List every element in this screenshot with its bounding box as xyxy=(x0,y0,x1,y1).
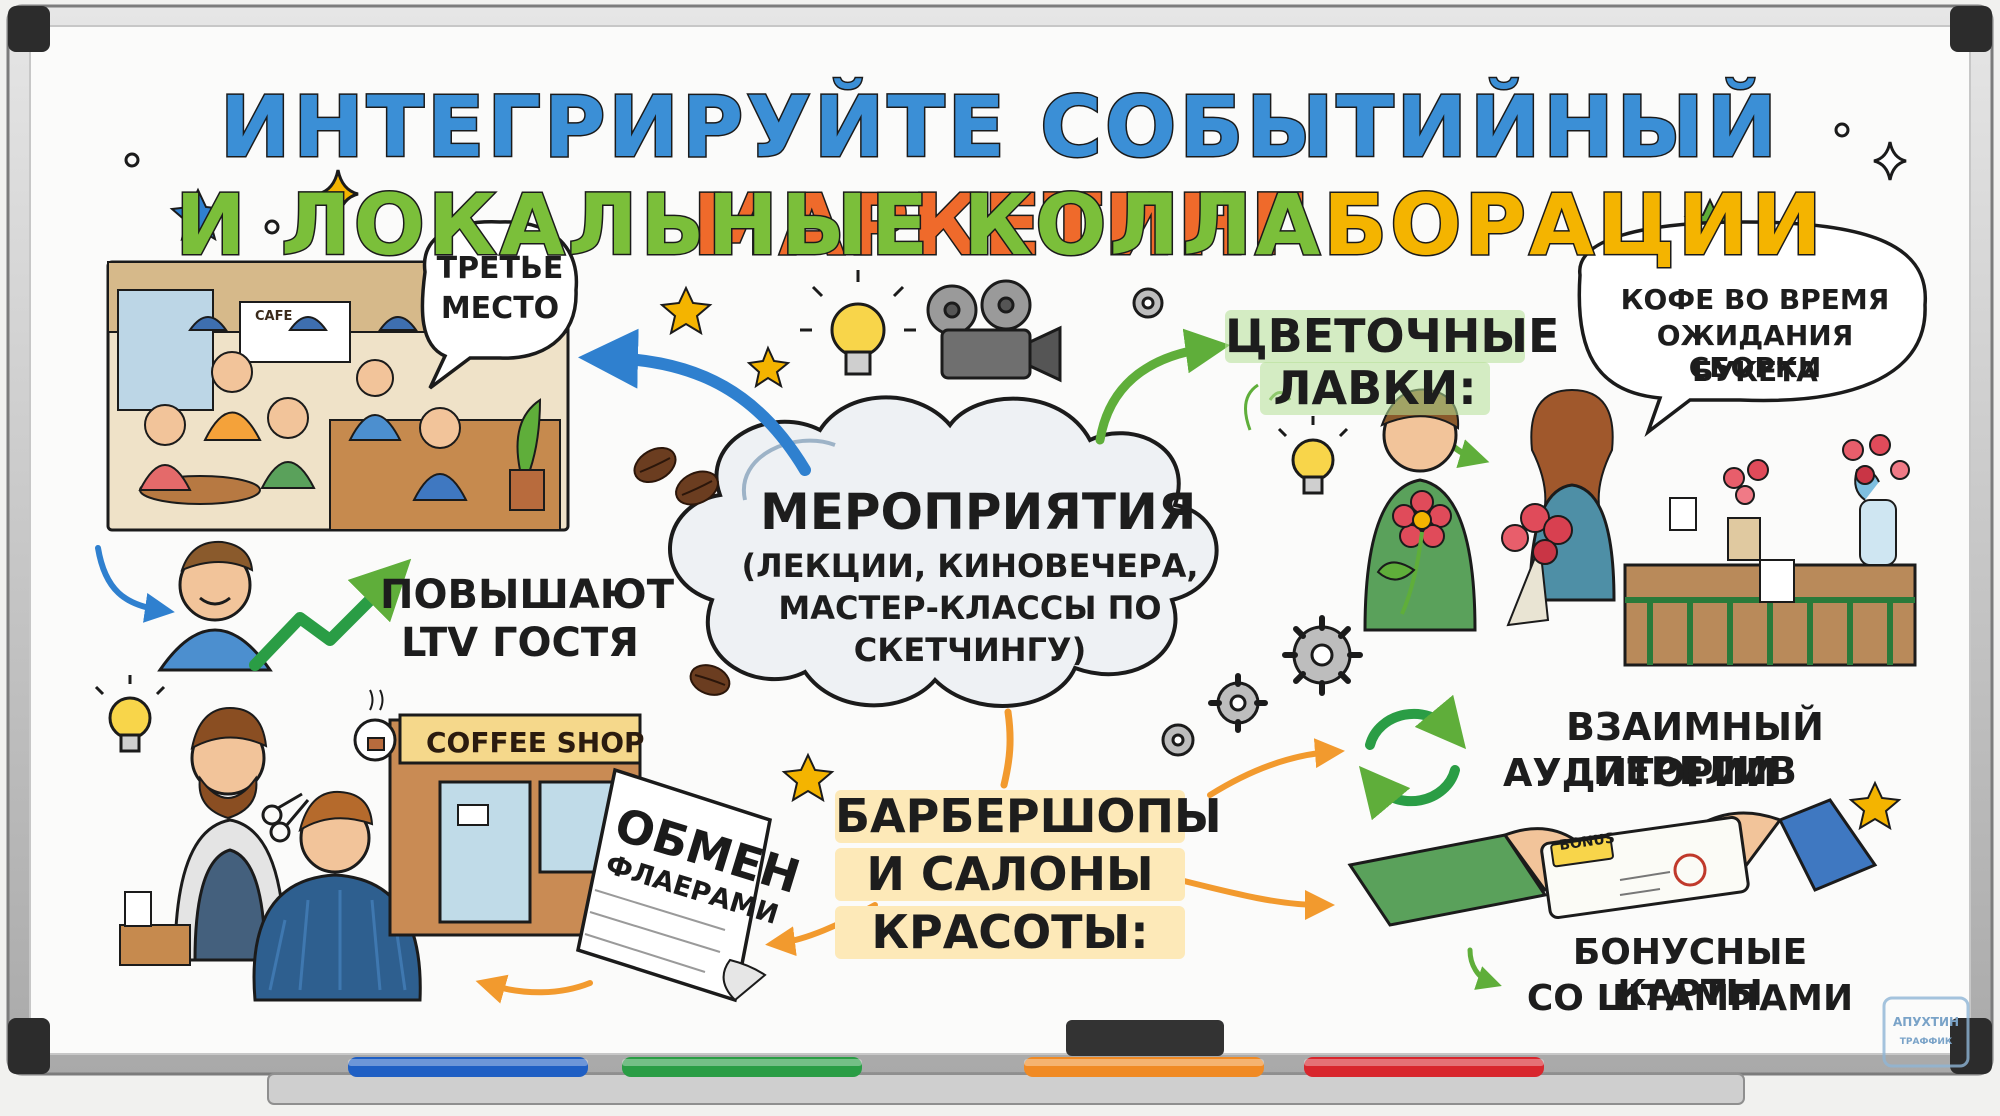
flower-icon xyxy=(1376,490,1452,615)
arrow-orange-to-shop xyxy=(475,974,593,1004)
arrow-orange-to-card xyxy=(1177,877,1335,920)
flower-pot-right xyxy=(1842,434,1910,485)
center-heading: МЕРОПРИЯТИЯ xyxy=(760,483,1197,541)
page-title-line2: И ЛОКАЛЬНЫЕ КОЛЛАБОРАЦИИ xyxy=(0,175,2000,276)
lightbulb-icon xyxy=(800,270,916,376)
bubble-coffee-line2: ОЖИДАНИЯ СБОРКИ xyxy=(1656,319,1854,385)
bubble-third-place-line2: МЕСТО xyxy=(440,291,560,326)
bonus-card-icon xyxy=(1347,798,1878,927)
arrow-blue xyxy=(578,328,811,476)
watermark-logo xyxy=(1882,996,1970,1068)
speech-bubble-third-place xyxy=(420,220,579,390)
barbershop-scene xyxy=(119,706,422,1002)
film-camera-icon xyxy=(926,279,1062,383)
center-line1: (ЛЕКЦИИ, КИНОВЕЧЕРА, xyxy=(741,547,1199,585)
bubble-coffee-line1: КОФЕ ВО ВРЕМЯ xyxy=(1620,283,1890,316)
bouquet-icon xyxy=(1501,503,1573,627)
arrow-blue-small xyxy=(95,545,175,623)
marker-green-icon[interactable] xyxy=(622,1057,862,1077)
coffee-shop-sign: COFFEE SHOP xyxy=(426,726,645,759)
bubble-coffee-line3: БУКЕТА xyxy=(1692,355,1818,388)
scissors-icon xyxy=(261,792,310,843)
coffee-bean-line xyxy=(639,457,726,686)
bubble-third-place-line1: ТРЕТЬЕ xyxy=(436,251,564,286)
watermark-line1: АПУХТИН xyxy=(1893,1015,1959,1029)
gear-icon xyxy=(1132,287,1352,757)
marker-tray xyxy=(267,1020,1745,1105)
center-line3: СКЕТЧИНГУ) xyxy=(853,631,1087,669)
title-green-part: И ЛОКАЛЬНЫЕ КОЛЛА xyxy=(174,175,1324,276)
gear-teeth xyxy=(1208,615,1363,733)
marker-blue-icon[interactable] xyxy=(348,1057,588,1077)
flower-pot-left xyxy=(1723,459,1769,561)
marker-orange-icon[interactable] xyxy=(1024,1057,1264,1077)
growth-arrow-icon xyxy=(249,558,412,671)
flyer-icon xyxy=(575,767,773,1003)
bonus-badge: BONUS xyxy=(1558,830,1615,854)
flower-shops-heading-line1: ЦВЕТОЧНЫЕ xyxy=(1225,309,1560,363)
star-icon xyxy=(169,187,227,242)
speech-bubble-coffee xyxy=(1577,220,1927,437)
arrow-orange-to-audience xyxy=(1207,738,1345,798)
lightbulb-icon xyxy=(94,675,166,753)
arrow-orange-down xyxy=(1000,708,1014,789)
center-line2: МАСТЕР-КЛАССЫ ПО xyxy=(778,589,1162,627)
barbershops-heading-line2: И САЛОНЫ xyxy=(835,848,1185,901)
audience-line1: ВЗАИМНЫЙ ПЕРЕЛИВ xyxy=(1566,705,1824,793)
sparkle-icon xyxy=(124,122,1907,235)
title-yellow-part: БОРАЦИИ xyxy=(1322,175,1825,276)
ltv-line1: ПОВЫШАЮТ xyxy=(380,572,675,618)
bonus-cards-line1: БОНУСНЫЕ КАРТЫ xyxy=(1572,932,1808,1015)
watermark-line2: ТРАФФИК xyxy=(1900,1037,1953,1047)
barbershops-heading-line3: КРАСОТЫ: xyxy=(835,906,1185,959)
barbershops-heading-line1: БАРБЕРШОПЫ xyxy=(835,789,1222,843)
audience-line2: АУДИТОРИИ xyxy=(1502,751,1778,795)
title-orange-part: МАРКЕТИНГ xyxy=(691,175,1308,276)
page-title-line1: ИНТЕГРИРУЙТЕ СОБЫТИЙНЫЙ МАРКЕТИНГ xyxy=(0,77,2000,276)
arrow-green-small-2 xyxy=(1467,947,1502,990)
recycle-arrows-icon xyxy=(1358,694,1467,821)
marker-red-icon[interactable] xyxy=(1304,1057,1544,1077)
title-blue-part: ИНТЕГРИРУЙТЕ СОБЫТИЙНЫЙ xyxy=(219,77,1780,178)
flower-shops-heading-line2: ЛАВКИ: xyxy=(1260,362,1490,415)
ltv-line2: LTV ГОСТЯ xyxy=(401,620,639,666)
arrow-green xyxy=(1095,328,1231,445)
lightbulb-icon xyxy=(1277,416,1349,495)
cafe-sign: CAFE xyxy=(255,309,292,324)
star-icon xyxy=(659,285,1902,831)
bonus-cards-line2: СО ШТАМПАМИ xyxy=(1526,978,1854,1019)
